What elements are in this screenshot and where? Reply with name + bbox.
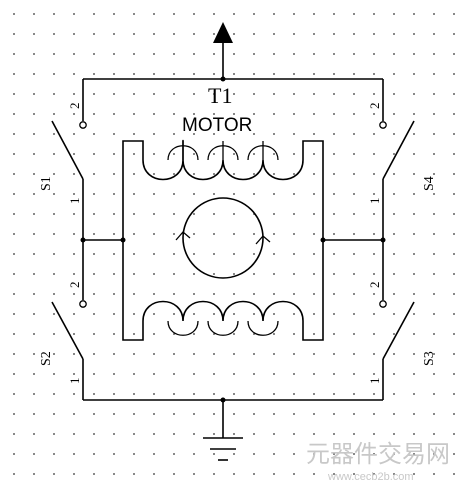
switch-s2 (51, 240, 87, 400)
switch-s4-label: S4 (422, 176, 437, 191)
motor-symbol (122, 139, 324, 341)
switch-s3 (379, 240, 415, 400)
switch-s3-label: S3 (422, 351, 437, 366)
watermark-url: www.cecb2b.com (327, 471, 414, 483)
switch-s1 (51, 79, 87, 240)
motor-name-label: MOTOR (182, 115, 252, 136)
rotation-circle-icon (175, 197, 271, 279)
bottom-winding (142, 300, 304, 322)
s1-pin-bottom: 1 (67, 198, 82, 205)
s4-pin-top: 2 (367, 103, 382, 110)
s3-pin-top: 2 (367, 282, 382, 289)
switch-s1-label: S1 (39, 176, 54, 191)
s2-pin-top: 2 (67, 282, 82, 289)
s4-pin-bottom: 1 (367, 198, 382, 205)
switch-s2-label: S2 (39, 351, 54, 366)
switch-s4 (379, 79, 415, 240)
motor-ref-label: T1 (208, 83, 232, 108)
watermark-chinese: 元器件交易网 (306, 441, 450, 468)
s3-pin-bottom: 1 (367, 378, 382, 385)
s2-pin-bottom: 1 (67, 378, 82, 385)
junction-top (220, 76, 226, 82)
top-winding (142, 139, 304, 181)
ground-icon (203, 400, 243, 461)
power-arrow-icon (213, 22, 233, 79)
s1-pin-top: 2 (67, 103, 82, 110)
